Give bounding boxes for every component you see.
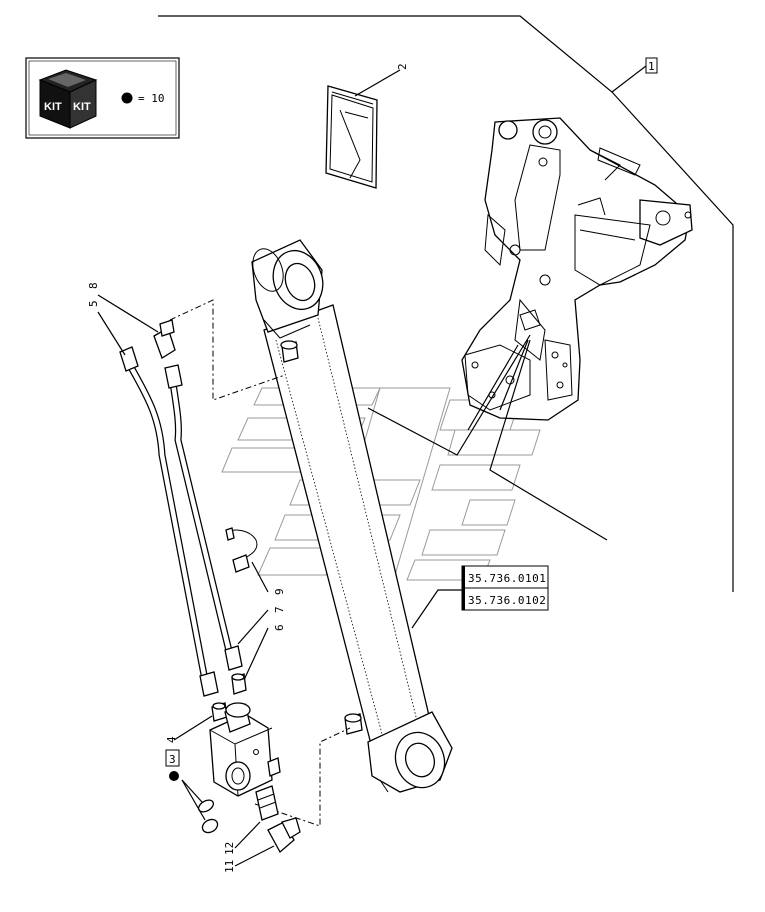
callout-1: 1	[645, 57, 658, 74]
kit-legend: KIT KIT = 10	[25, 57, 180, 139]
reference-code-1: 35.736.0101	[468, 572, 546, 585]
kit-marker-icon	[169, 771, 179, 781]
kit-label-left: KIT	[44, 101, 62, 113]
kit-bullet-icon	[121, 92, 133, 104]
tube-7	[164, 364, 243, 671]
tube-5	[119, 346, 219, 697]
fitting-12	[255, 785, 279, 821]
reference-box: 35.736.0101 35.736.0102	[461, 565, 549, 611]
callout-3: 3	[169, 753, 176, 766]
kit-label-right: KIT	[73, 101, 91, 113]
callout-leaders	[97, 294, 275, 867]
boom-assembly	[461, 117, 693, 421]
adapter-4	[211, 702, 228, 722]
svg-text:1: 1	[648, 60, 655, 73]
callout-5: 5	[87, 300, 100, 307]
callout-6: 6	[273, 624, 286, 631]
valve-block	[209, 702, 281, 797]
boom-leaders	[367, 334, 608, 541]
routing-lines	[169, 299, 351, 827]
reference-code-2: 35.736.0102	[468, 594, 546, 607]
callout-12: 12	[223, 842, 236, 855]
group-leader	[158, 15, 734, 592]
callout-8: 8	[87, 282, 100, 289]
fitting-6	[231, 673, 247, 695]
elbow-11	[267, 817, 301, 854]
hydraulic-cylinder	[251, 239, 453, 793]
callout-3-box: 3	[165, 749, 180, 767]
callout-4: 4	[165, 736, 178, 743]
callout-2: 2	[396, 63, 409, 70]
kit-legend-text: = 10	[138, 92, 165, 105]
wiring-harness-9	[225, 527, 258, 573]
callout-7: 7	[273, 606, 286, 613]
callout-9: 9	[273, 588, 286, 595]
ref-leader	[411, 589, 462, 629]
o-rings	[181, 779, 219, 834]
fitting-8	[153, 319, 176, 359]
decal-plate	[325, 85, 378, 189]
callout-11: 11	[223, 860, 236, 873]
kit-box-icon: KIT KIT	[38, 69, 98, 129]
leader-2	[354, 69, 401, 97]
